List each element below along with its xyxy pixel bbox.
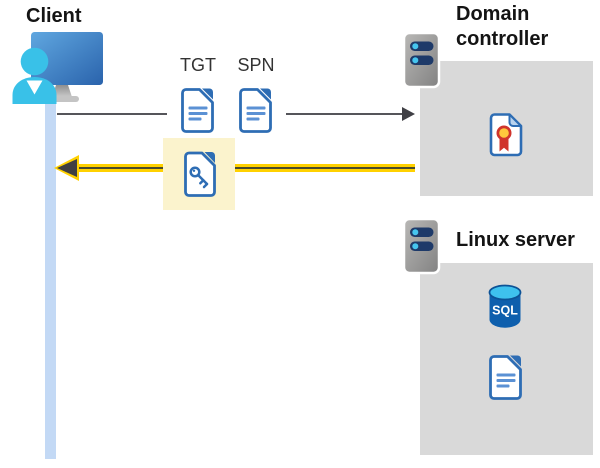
- client-user-workstation-icon: [8, 28, 106, 104]
- person-head: [20, 47, 49, 76]
- linux-server-icon: [402, 217, 442, 276]
- domain-controller-server-icon: [402, 31, 442, 90]
- spn-label: SPN: [237, 55, 275, 75]
- monitor-stand: [52, 85, 72, 97]
- tgt-label: TGT: [180, 55, 216, 75]
- monitor-icon: [31, 32, 103, 85]
- spn-document-icon: [237, 87, 275, 134]
- key-document-icon: [182, 150, 218, 198]
- tgt-document-icon: [179, 87, 217, 134]
- linux-server-title: Linux server: [456, 229, 575, 251]
- certificate-icon: [488, 112, 524, 158]
- request-arrow-head-icon: [402, 107, 415, 121]
- ribbon: [499, 138, 509, 152]
- keytab-document-icon: [487, 354, 525, 401]
- key-glyph: [189, 166, 209, 189]
- response-arrow-core: [74, 166, 415, 170]
- response-arrow-line: [74, 164, 415, 172]
- response-arrow-head-icon: [57, 159, 77, 177]
- seal-center: [499, 128, 509, 138]
- person-collar: [26, 80, 43, 95]
- sql-badge-text: SQL: [492, 304, 518, 318]
- domain-controller-title: Domain controller: [456, 3, 549, 50]
- sql-database-icon: SQL: [487, 283, 523, 329]
- client-title: Client: [26, 5, 82, 27]
- client-lifeline: [45, 97, 56, 459]
